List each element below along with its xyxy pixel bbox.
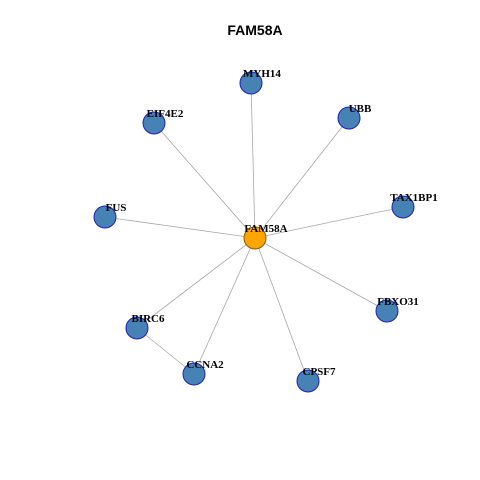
node-ccna2 [182,362,206,386]
node-fus [93,205,117,229]
node-ubb [337,106,361,130]
node-label-cpsf7: CPSF7 [303,366,337,378]
node-tax1bp1 [391,195,415,219]
node-label-ubb: UBB [349,103,372,115]
edge-fam58a-cpsf7 [254,237,309,382]
node-label-tax1bp1: TAX1BP1 [390,192,437,204]
node-myh14 [239,71,263,95]
edge-fam58a-tax1bp1 [254,206,404,239]
edge-fam58a-birc6 [136,237,256,329]
diagram-title: FAM58A [227,22,282,38]
edge-fam58a-myh14 [250,82,256,239]
edge-fam58a-ccna2 [193,237,256,375]
node-fbxo31 [375,299,399,323]
node-label-birc6: BIRC6 [131,313,165,325]
edge-layer [104,82,404,382]
node-cpsf7 [296,369,320,393]
edge-fam58a-ubb [254,117,350,239]
node-eif4e2 [142,111,166,135]
node-label-fus: FUS [106,202,127,214]
node-birc6 [125,316,149,340]
edge-fam58a-fus [104,216,256,239]
edge-fam58a-fbxo31 [254,237,388,312]
edge-birc6-ccna2 [136,327,195,375]
node-fam58a [243,226,267,250]
node-label-ccna2: CCNA2 [186,359,224,371]
edge-fam58a-eif4e2 [153,122,256,239]
node-label-myh14: MYH14 [243,68,281,80]
node-label-fam58a: FAM58A [244,223,287,235]
node-label-fbxo31: FBXO31 [377,296,419,308]
node-label-eif4e2: EIF4E2 [147,108,184,120]
